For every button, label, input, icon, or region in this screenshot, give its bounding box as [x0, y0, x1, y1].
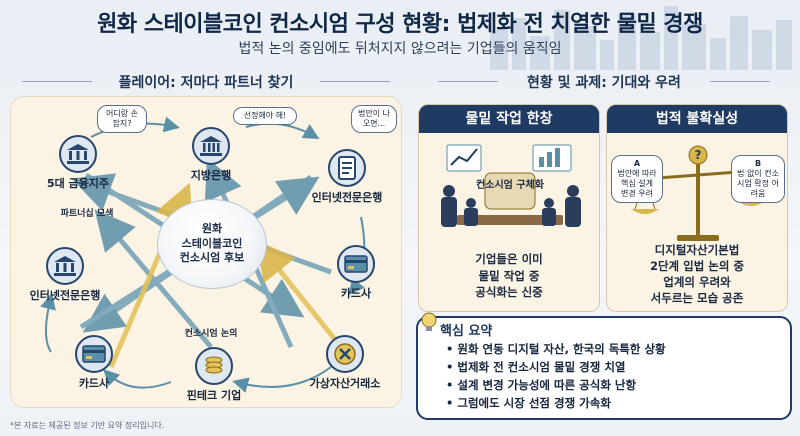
speech-bubble-if-law: 법안이 나오면... — [351, 105, 397, 133]
node-card-right: 카드사 — [321, 245, 391, 301]
node-label: 인터넷전문은행 — [29, 289, 101, 302]
card-title: 법적 불확실성 — [607, 105, 787, 133]
crypto-coin-icon — [326, 335, 364, 373]
document-icon — [328, 149, 366, 187]
orb-line: 스테이블코인 — [181, 236, 243, 250]
page-title: 원화 스테이블코인 컨소시엄 구성 현황: 법제화 전 치열한 물밑 경쟁 — [97, 12, 703, 37]
lightbulb-icon — [421, 312, 437, 331]
node-label: 5대 금융지주 — [46, 177, 110, 190]
players-heading: 플레이어: 저마다 파트너 찾기 — [10, 72, 402, 92]
node-internet-bank-right: 인터넷전문은행 — [297, 149, 397, 205]
orb-line: 원화 — [201, 221, 223, 235]
city-skyline-decoration — [490, 6, 792, 70]
consortium-candidate-orb: 원화 스테이블코인 컨소시엄 후보 — [157, 199, 267, 289]
node-financial-holding: 5대 금융지주 — [33, 135, 123, 191]
speech-bubble-no-law: B 법 없이 컨소시엄 확정 어려움 — [731, 155, 785, 203]
orb-line: 컨소시엄 후보 — [179, 251, 245, 265]
node-label: 카드사 — [78, 377, 110, 390]
node-card-left: 카드사 — [59, 335, 129, 391]
status-heading: 현황 및 과제: 기대와 우려 — [418, 72, 790, 92]
footnote: *본 자료는 제공된 정보 기반 요약 정리입니다. — [10, 421, 165, 430]
partnership-label: 파트너십 모색 — [60, 209, 114, 219]
summary-title: 핵심 요약 — [440, 324, 493, 339]
node-label: 지방은행 — [190, 169, 232, 182]
card-text-line: 공식화는 신중 — [475, 285, 543, 300]
card-text-line: 물밑 작업 중 — [478, 268, 540, 283]
node-label: 가상자산거래소 — [309, 377, 381, 390]
card-icon — [75, 335, 113, 373]
speech-bubble-where-partner: 어디랑 손잡지? — [97, 105, 147, 133]
card-text-line: 업계의 우려와 — [663, 274, 731, 289]
consortium-talk-label: 컨소시엄 논의 — [184, 329, 238, 339]
business-meeting-illustration: 컨소시엄 구체화 — [441, 144, 581, 227]
node-label: 핀테크 기업 — [186, 389, 242, 402]
summary-item: 그럼에도 시장 선점 경쟁 가속화 — [446, 394, 666, 412]
node-local-bank: 지방은행 — [171, 127, 251, 183]
card-text: 기업들은 이미 물밑 작업 중 공식화는 신중 — [423, 251, 595, 301]
card-underwater-work: 물밑 작업 한창 컨소시엄 구체화 기업들은 이미 물밑 작업 중 공식화는 신… — [418, 104, 600, 312]
node-label: 인터넷전문은행 — [311, 191, 383, 204]
summary-list: 원화 연동 디지털 자산, 한국의 독특한 상황 법제화 전 컨소시엄 물밑 경… — [446, 340, 666, 412]
summary-item: 원화 연동 디지털 자산, 한국의 독특한 상황 — [446, 340, 665, 358]
summary-item: 법제화 전 컨소시엄 물밑 경쟁 치열 — [446, 358, 666, 376]
bank-icon — [46, 247, 84, 285]
node-internet-bank-left: 인터넷전문은행 — [15, 247, 115, 303]
node-crypto-exchange: 가상자산거래소 — [293, 335, 397, 391]
card-text-line: 2단계 입법 논의 중 — [649, 258, 745, 273]
card-legal-uncertainty: 법적 불확실성 ? A 법안에 따라 핵심 설계 변경 우려 B 법 없이 컨소… — [606, 104, 788, 312]
bubble-text: 법안에 따라 핵심 설계 변경 우려 — [617, 169, 657, 198]
svg-text:?: ? — [695, 148, 702, 162]
page-subtitle: 법적 논의 중임에도 뒤처지지 않으려는 기업들의 움직임 — [238, 41, 562, 57]
marker-a: A — [633, 159, 641, 168]
bank-icon — [59, 135, 97, 173]
speech-bubble-design-change: A 법안에 따라 핵심 설계 변경 우려 — [611, 155, 663, 203]
summary-item: 설계 변경 가능성에 따른 공식화 난항 — [446, 376, 666, 394]
speech-bubble-must-select: 선정해야 해! — [233, 107, 297, 125]
card-title: 물밑 작업 한창 — [419, 105, 599, 133]
players-panel: 플레이어: 저마다 파트너 찾기 — [10, 72, 402, 412]
card-icon — [337, 245, 375, 283]
art-label: 컨소시엄 구체화 — [476, 178, 545, 191]
node-fintech: 핀테크 기업 — [169, 347, 259, 403]
card-text-line: 기업들은 이미 — [475, 252, 543, 266]
coins-icon — [195, 347, 233, 385]
card-text-line: 디지털자산기본법 — [654, 243, 740, 257]
building-icon — [192, 127, 230, 165]
key-summary-box: 핵심 요약 원화 연동 디지털 자산, 한국의 독특한 상황 법제화 전 컨소시… — [416, 316, 792, 420]
node-label: 카드사 — [340, 287, 372, 300]
marker-b: B — [754, 159, 762, 168]
player-network: 어디랑 손잡지? 선정해야 해! 법안이 나오면... 5대 금융지주 지방은행… — [10, 96, 402, 408]
card-text: 디지털자산기본법 2단계 입법 논의 중 업계의 우려와 서두르는 모습 공존 — [611, 243, 783, 306]
card-text-line: 서두르는 모습 공존 — [650, 290, 744, 305]
bubble-text: 법 없이 컨소시엄 확정 어려움 — [737, 169, 779, 198]
